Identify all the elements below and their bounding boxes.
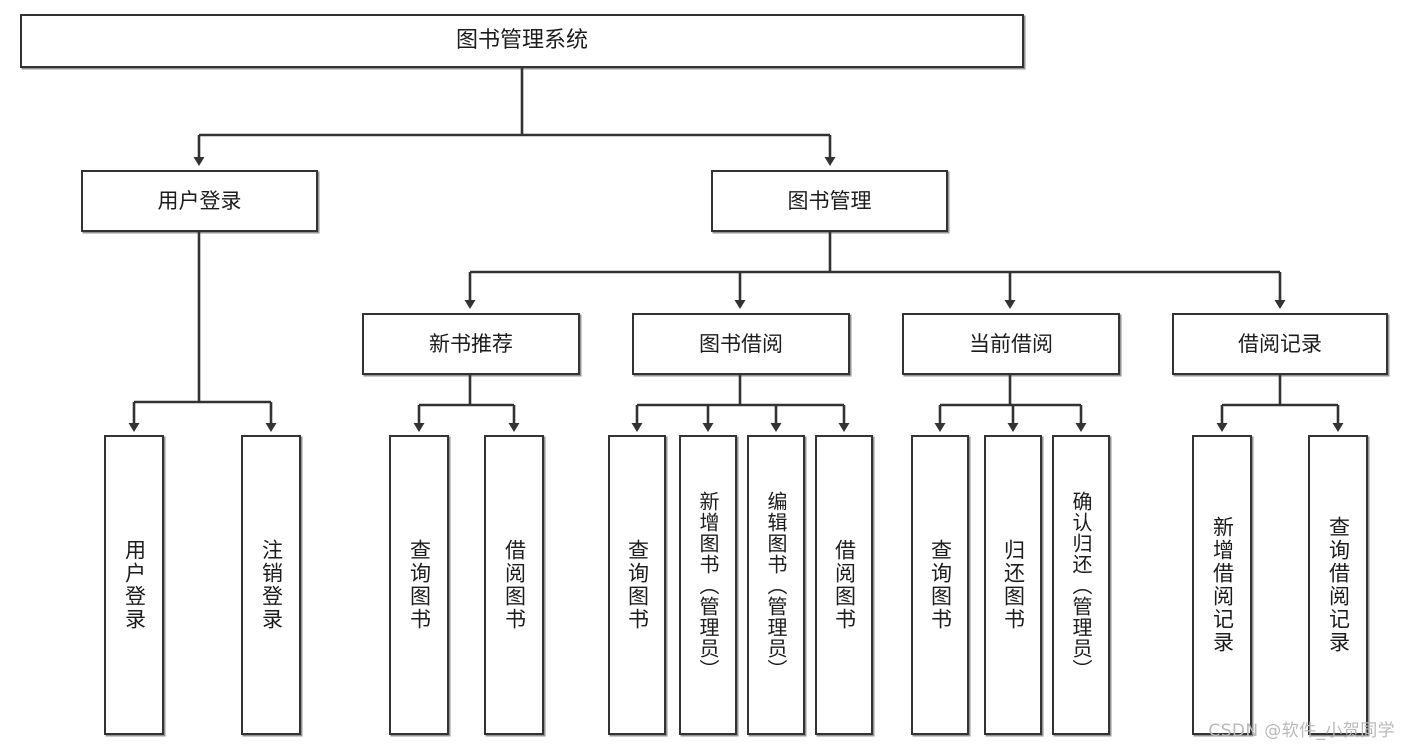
node-label: 用户登录 — [122, 539, 147, 631]
watermark-text: CSDN @软件_小贺同学 — [1208, 721, 1395, 741]
node-label: 新书推荐 — [429, 331, 513, 356]
node-label: 新增借阅记录 — [1210, 516, 1235, 654]
node-leaf-query-book-3[interactable]: 查询图书 — [911, 435, 969, 735]
node-label: 编辑图书（管理员） — [764, 490, 788, 680]
node-label: 用户登录 — [157, 188, 242, 213]
node-new-book-rec[interactable]: 新书推荐 — [362, 313, 580, 375]
node-leaf-user-logout[interactable]: 注销登录 — [241, 435, 301, 735]
node-leaf-borrow-book-1[interactable]: 借阅图书 — [484, 435, 544, 735]
node-label: 借阅图书 — [502, 539, 527, 631]
node-label: 查询图书 — [928, 539, 953, 631]
node-label: 借阅图书 — [832, 539, 857, 631]
node-label: 注销登录 — [259, 539, 284, 631]
node-leaf-query-book-1[interactable]: 查询图书 — [389, 435, 449, 735]
node-leaf-borrow-book-2[interactable]: 借阅图书 — [815, 435, 873, 735]
node-label: 借阅记录 — [1238, 331, 1322, 356]
node-label: 查询图书 — [625, 539, 650, 631]
node-leaf-user-login[interactable]: 用户登录 — [104, 435, 164, 735]
node-leaf-add-book[interactable]: 新增图书（管理员） — [679, 435, 737, 735]
node-label: 新增图书（管理员） — [696, 490, 720, 680]
node-label: 图书管理系统 — [455, 28, 588, 54]
node-label: 当前借阅 — [969, 331, 1053, 356]
node-label: 查询图书 — [407, 539, 432, 631]
node-borrow-record[interactable]: 借阅记录 — [1172, 313, 1388, 375]
node-user-login[interactable]: 用户登录 — [81, 170, 318, 232]
node-leaf-query-book-2[interactable]: 查询图书 — [608, 435, 666, 735]
node-leaf-return-book[interactable]: 归还图书 — [984, 435, 1042, 735]
node-root-system[interactable]: 图书管理系统 — [20, 14, 1024, 68]
node-label: 查询借阅记录 — [1326, 516, 1351, 654]
node-label: 确认归还（管理员） — [1069, 490, 1093, 680]
node-leaf-confirm-return[interactable]: 确认归还（管理员） — [1052, 435, 1110, 735]
node-leaf-edit-book[interactable]: 编辑图书（管理员） — [747, 435, 805, 735]
node-book-manage[interactable]: 图书管理 — [711, 170, 948, 232]
node-label: 图书借阅 — [699, 331, 783, 356]
node-label: 归还图书 — [1001, 539, 1026, 631]
node-leaf-add-record[interactable]: 新增借阅记录 — [1192, 435, 1252, 735]
node-label: 图书管理 — [787, 188, 872, 213]
node-book-borrow[interactable]: 图书借阅 — [632, 313, 850, 375]
node-leaf-query-record[interactable]: 查询借阅记录 — [1308, 435, 1368, 735]
node-current-borrow[interactable]: 当前借阅 — [902, 313, 1120, 375]
